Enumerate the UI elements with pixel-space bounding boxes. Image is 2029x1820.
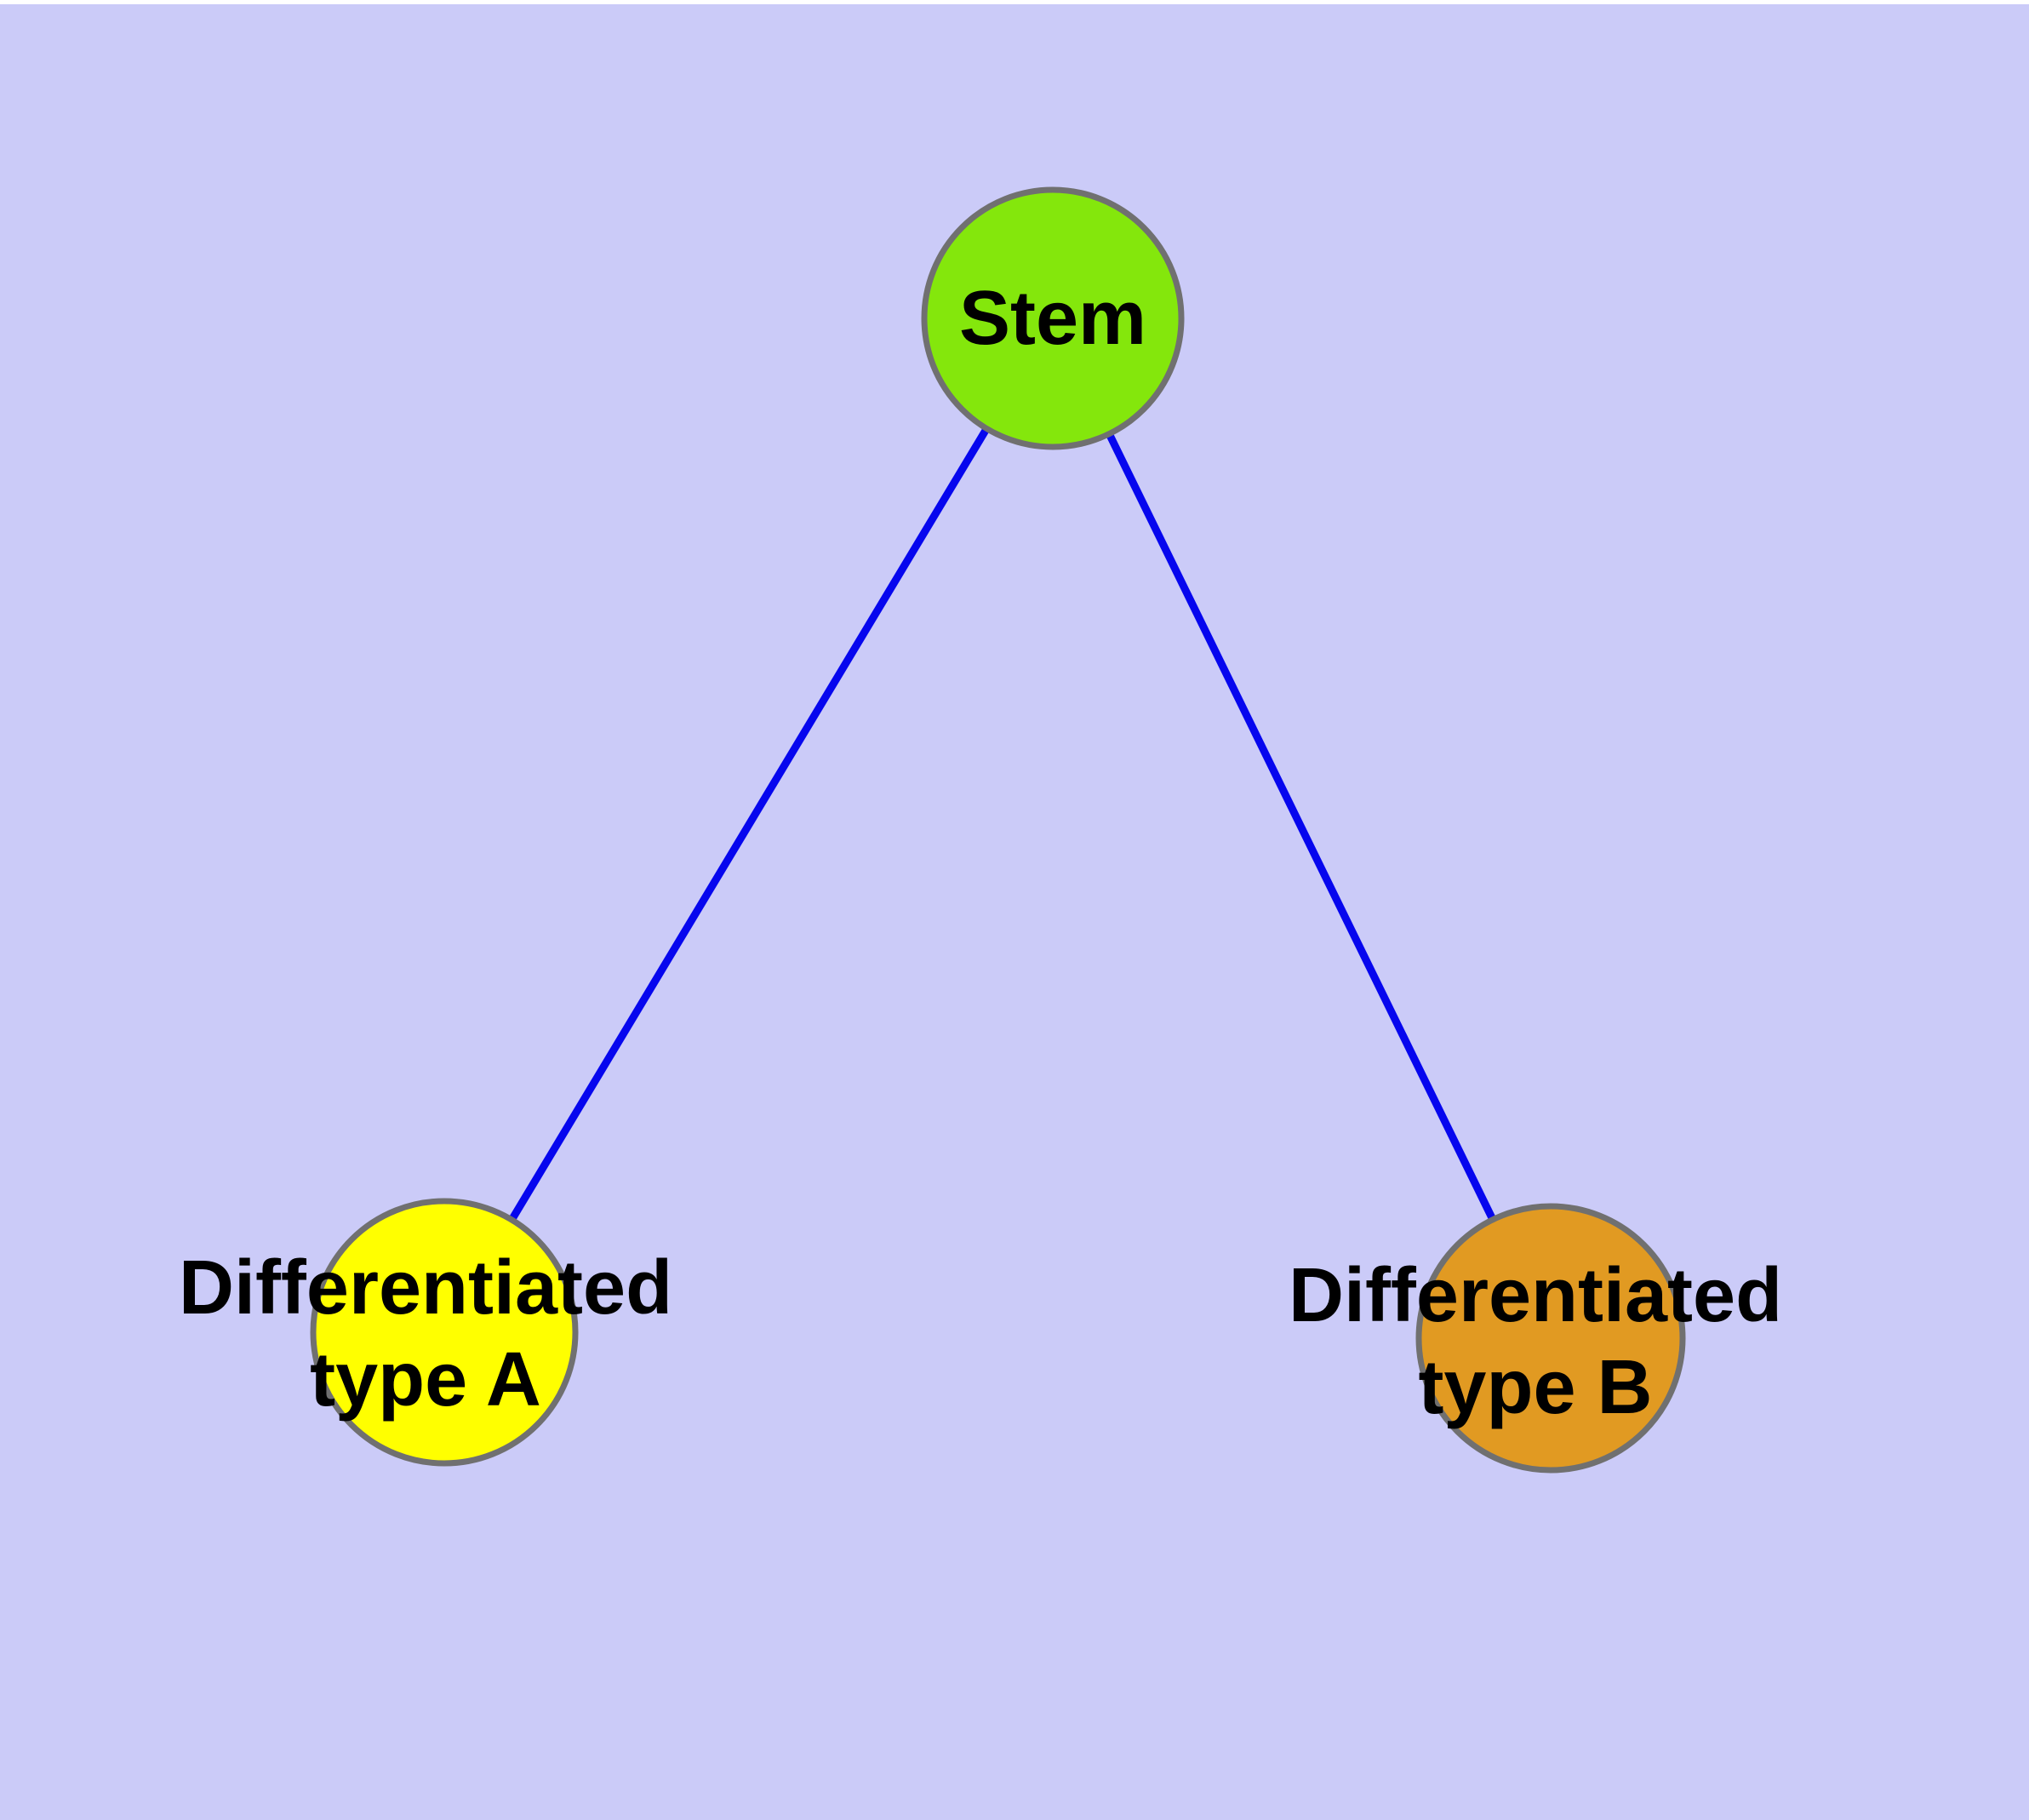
node-type-b-circle (1415, 1203, 1686, 1474)
node-stem-circle (921, 186, 1185, 450)
node-type-a-circle (310, 1198, 579, 1467)
edge-stem-to-type-b (1049, 317, 1555, 1340)
top-edge-strip (0, 0, 2029, 4)
edge-stem-to-type-a (441, 316, 1056, 1335)
